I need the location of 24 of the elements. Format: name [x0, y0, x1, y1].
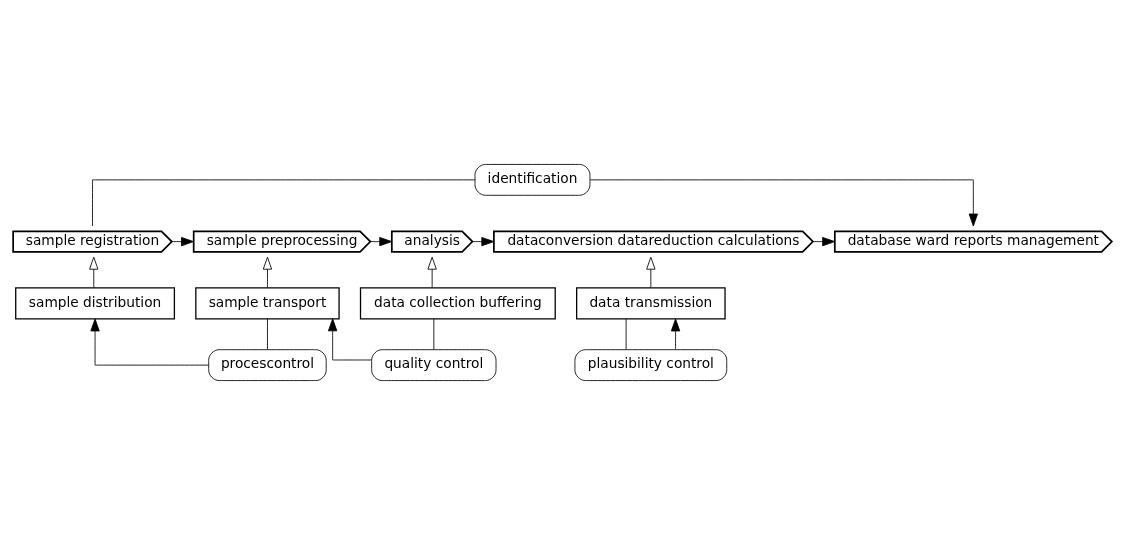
- arrow: [670, 318, 681, 350]
- arrow: [589, 179, 978, 227]
- node-box: procescontrol: [208, 349, 327, 381]
- node-box: plausibility control: [574, 349, 728, 381]
- arrow: [328, 318, 372, 361]
- arrow: [89, 256, 99, 288]
- arrow: [171, 237, 194, 247]
- arrow: [427, 256, 437, 288]
- node-box: sample distribution: [15, 287, 176, 320]
- node-box: quality control: [371, 349, 497, 381]
- node-box: sample transport: [195, 287, 340, 320]
- node-box: data transmission: [576, 287, 726, 320]
- arrow: [472, 237, 495, 247]
- connector: [267, 318, 268, 350]
- connector: [625, 318, 627, 350]
- node-box: data collection buffering: [359, 287, 556, 320]
- arrow: [90, 318, 210, 366]
- node-box: identification: [474, 164, 591, 196]
- arrow: [646, 256, 656, 288]
- connector: [433, 318, 435, 350]
- arrow: [262, 256, 273, 288]
- connector: [92, 179, 476, 227]
- arrow: [812, 237, 836, 247]
- arrow: [370, 237, 393, 247]
